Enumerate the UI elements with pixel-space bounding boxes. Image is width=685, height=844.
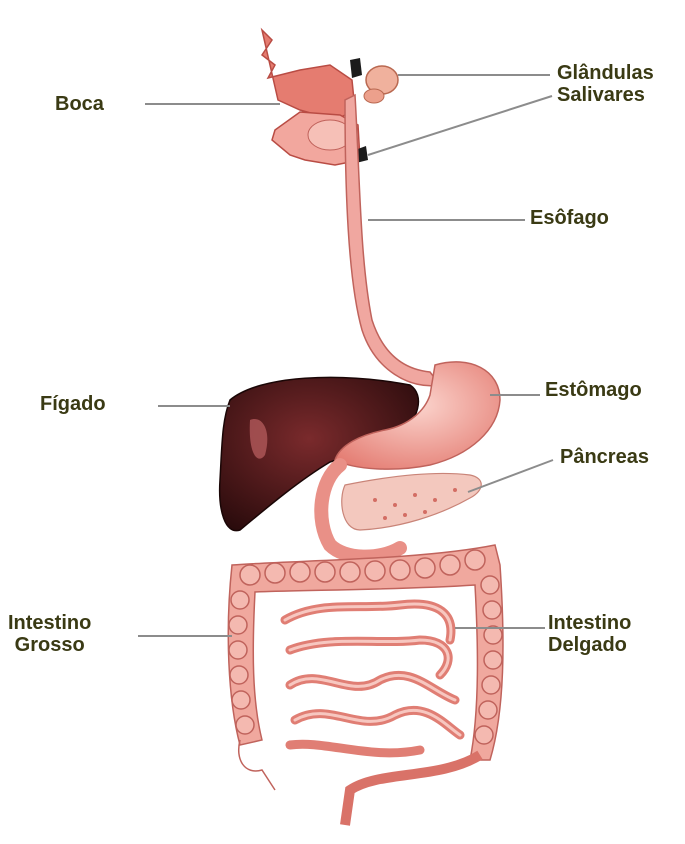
label-boca: Boca xyxy=(55,93,104,115)
label-intestino-delgado: Intestino Delgado xyxy=(548,612,631,656)
label-pancreas: Pâncreas xyxy=(560,446,649,468)
label-intestino-grosso: Intestino Grosso xyxy=(8,612,91,656)
leader-pancreas xyxy=(468,460,553,492)
leader-salivares xyxy=(368,96,552,155)
label-estomago: Estômago xyxy=(545,379,642,401)
label-esofago: Esôfago xyxy=(530,207,609,229)
label-figado: Fígado xyxy=(40,393,106,415)
label-glandulas-salivares: Glândulas Salivares xyxy=(557,62,654,106)
pancreas-shape xyxy=(342,473,482,530)
